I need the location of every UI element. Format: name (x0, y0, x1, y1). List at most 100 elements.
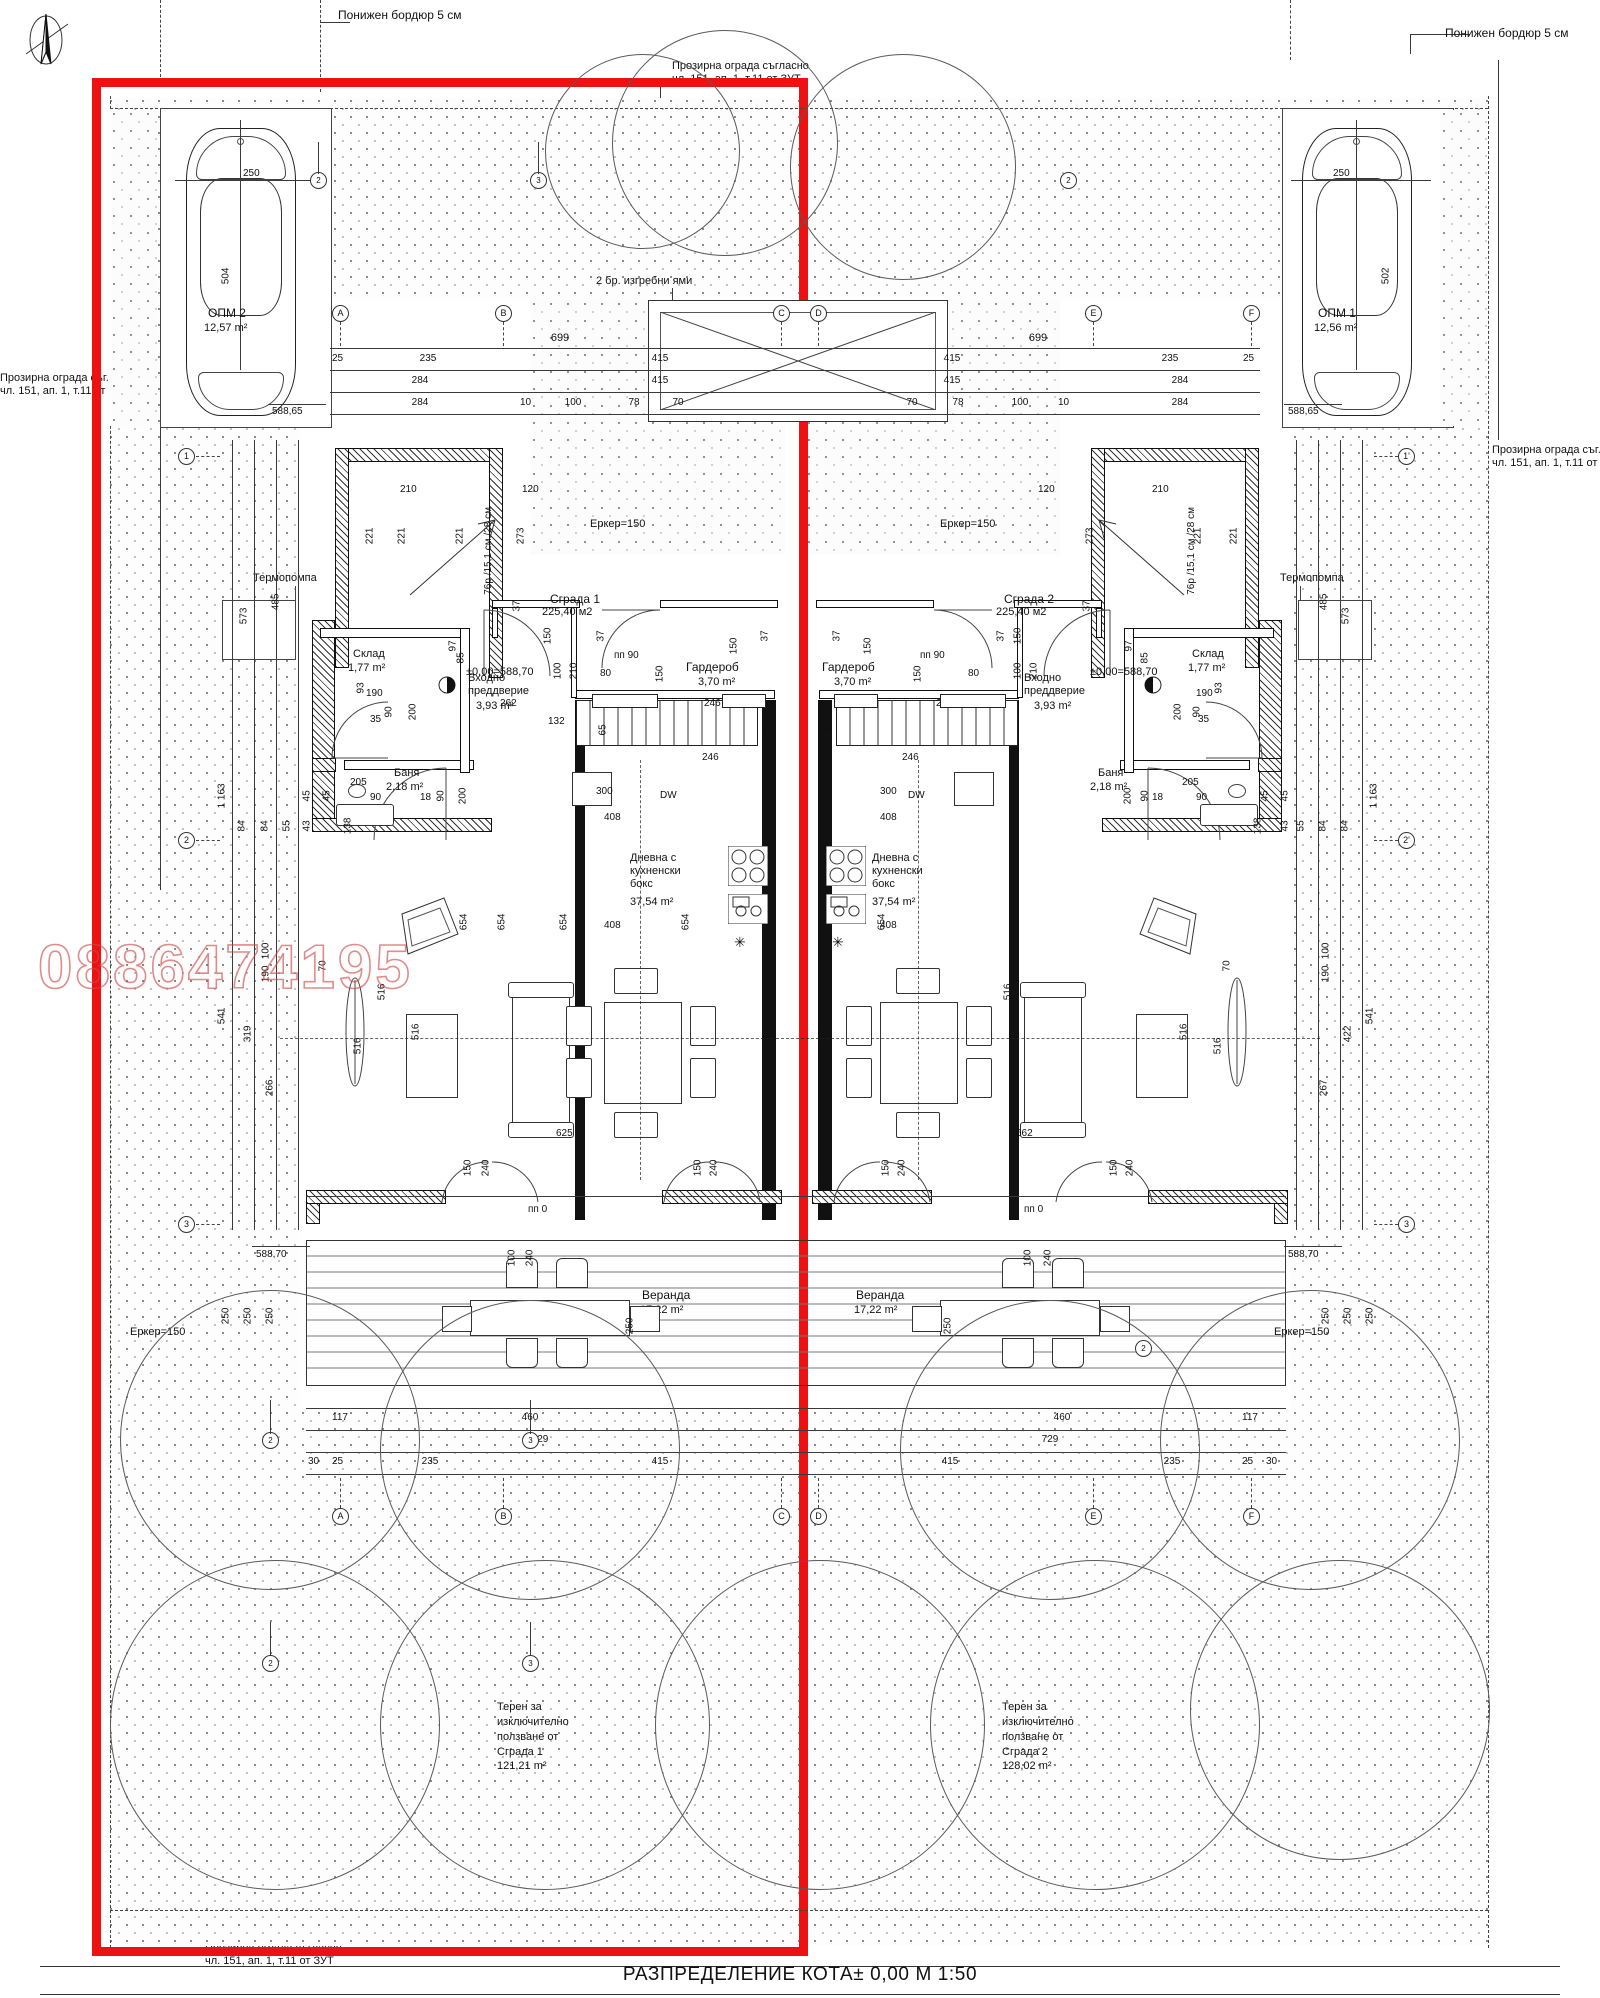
room-label-foyer-b2: Входно преддверие (1024, 672, 1086, 697)
heatpump-label-left: Термопомпа (253, 572, 317, 584)
dim-221-b1-c: 221 (454, 527, 466, 545)
dim-132-b1: 132 (548, 716, 565, 727)
wall-b1-bath-bottom (344, 760, 474, 770)
dim-90-b2-b: 90 (1139, 790, 1151, 802)
terrain-label-b1: Терен за изключително ползване от Сграда… (497, 1701, 569, 1773)
dim-80-b1: 80 (600, 668, 612, 679)
pits-inner (660, 312, 936, 410)
dim-85-b1: 85 (455, 652, 467, 664)
dim-415-b: 415 (943, 353, 961, 364)
dim-160-verandadoor-b2: 100 (1022, 1249, 1034, 1267)
building-2-area: 225,40 м2 (996, 606, 1047, 618)
dim-78-b: 78 (952, 397, 964, 408)
door-arc-b2-wardrobe (933, 609, 993, 669)
room-area-bath-b1: 2,18 m² (386, 781, 424, 793)
dim-654-b1-b: 654 (496, 913, 508, 931)
parking-right-label: ОПМ 1 (1318, 306, 1356, 320)
dining-chair-b2-5 (966, 1006, 992, 1046)
dim-190-right: 190 (1320, 965, 1332, 983)
elev-rule (1284, 1246, 1342, 1247)
dim-70-b2-c: 150 (862, 637, 874, 655)
sofa-b1-main (512, 994, 570, 1126)
car-left-roof-icon (200, 178, 282, 316)
dishwasher-b2-label: DW (908, 790, 925, 801)
door-arc-facade-b1-l (441, 1161, 539, 1203)
dim-573-left: 573 (238, 607, 250, 625)
wall-b2-foyer-top (1014, 600, 1102, 608)
car-right-length-value: 502 (1380, 267, 1392, 285)
room-label-living-b1: Дневна с кухненски бокс (630, 852, 681, 890)
leader-line (320, 22, 350, 23)
level-mark-b1: ±0,00=588,70 (466, 666, 534, 678)
wall-b1-party (575, 700, 585, 1220)
car-left-width-value: 250 (243, 168, 260, 179)
stair-b1-arrow-icon (409, 519, 496, 596)
door-arc-b1-wardrobe (601, 609, 661, 669)
dim-150-b1-c: 150 (654, 665, 666, 683)
dim-120-b2: 120 (1038, 484, 1055, 495)
tree-stem-1 (270, 1400, 271, 1434)
dim-100-b1: 100 (552, 662, 564, 680)
door-arc-b2-bath (1205, 701, 1263, 759)
wall-b1-center (762, 700, 776, 1220)
building-1-area: 225,40 м2 (542, 606, 593, 618)
tree-stem-2 (530, 1400, 531, 1434)
dim-284-c: 284 (411, 397, 429, 408)
room-area-foyer-b1: 3,93 m² (476, 700, 514, 712)
site-edge-left (110, 96, 111, 1948)
grid-bubble-2-right: 2' (1398, 832, 1415, 849)
dim-150-b2: 150 (1012, 627, 1024, 645)
dim-625-b1: 625 (556, 1128, 573, 1139)
door-arc-b1-bath (331, 701, 389, 759)
armchair-b2-icon (1139, 897, 1197, 955)
dim-18-bath-b2: 18 (1152, 792, 1164, 803)
building-footprint-area (300, 440, 1290, 1230)
dim-190-sklad-b2: 190 (1196, 688, 1213, 699)
dim-150-door-b1-b: 150 (692, 1159, 704, 1177)
dim-line-top-2 (330, 370, 1260, 371)
grid-row-line (196, 456, 220, 457)
wall-b2-bottom (1148, 1190, 1288, 1204)
dim-43-left: 43 (301, 820, 313, 832)
dim-37-b1-c: 37 (759, 630, 771, 642)
dim-200-b2-b: 200 (1122, 787, 1134, 805)
centerline-vertical-b2 (918, 760, 919, 1180)
car-left-width-dim (175, 180, 315, 181)
wall-b1-top (335, 448, 503, 462)
wall-b2-bath-bottom (1120, 760, 1250, 770)
dim-699-left: 699 (550, 332, 570, 344)
dim-422-right: 422 (1342, 1025, 1354, 1043)
dim-516-b1-c: 516 (352, 1037, 364, 1055)
wall-b2-right-lower (1259, 620, 1282, 830)
leader-line (160, 0, 161, 82)
door-arc-facade-b1-r (663, 1161, 761, 1203)
room-area-sklad-b1: 1,77 m² (348, 662, 386, 674)
site-edge-bottom (110, 1910, 1488, 1911)
wall-b2-bath-top (1124, 628, 1274, 638)
bay-note-b2: Еркер=150 (940, 518, 996, 530)
dim-190-sklad-b1: 190 (366, 688, 383, 699)
veranda-chair-b1-6 (556, 1258, 588, 1288)
grid-line (340, 322, 341, 346)
dining-chair-b2-6 (966, 1058, 992, 1098)
dining-chair-b2-4 (846, 1058, 872, 1098)
dim-210-b1: 210 (400, 484, 417, 495)
dim-235-b: 235 (1161, 353, 1179, 364)
dim-84-left-a: 84 (236, 820, 248, 832)
dim-221-b1-b: 221 (396, 527, 408, 545)
dim-84-right-b: 84 (1317, 820, 1329, 832)
dim-line-right-2 (1318, 440, 1319, 1230)
dim-70-a: 70 (672, 397, 684, 408)
dim-line-bottom-3 (306, 1452, 1286, 1453)
room-label-bath-b1: Баня (394, 767, 420, 779)
room-label-wardrobe-b2: Гардероб (822, 660, 875, 674)
centerline-vertical-b1 (640, 760, 641, 1180)
fence-note-right: Прозирна ограда съгласно чл. 151, ап. 1,… (1492, 444, 1600, 469)
floor-note-b1: пп 0 (528, 1204, 548, 1215)
parking-left-area: 12,57 m² (204, 322, 248, 334)
parking-right-area: 12,56 m² (1314, 322, 1358, 334)
grid-bubble-2-left: 2 (178, 832, 195, 849)
bay-note-b1: Еркер=150 (590, 518, 646, 530)
grid-bubble-B-top: B (495, 305, 512, 322)
dim-100-left: 100 (260, 942, 272, 960)
